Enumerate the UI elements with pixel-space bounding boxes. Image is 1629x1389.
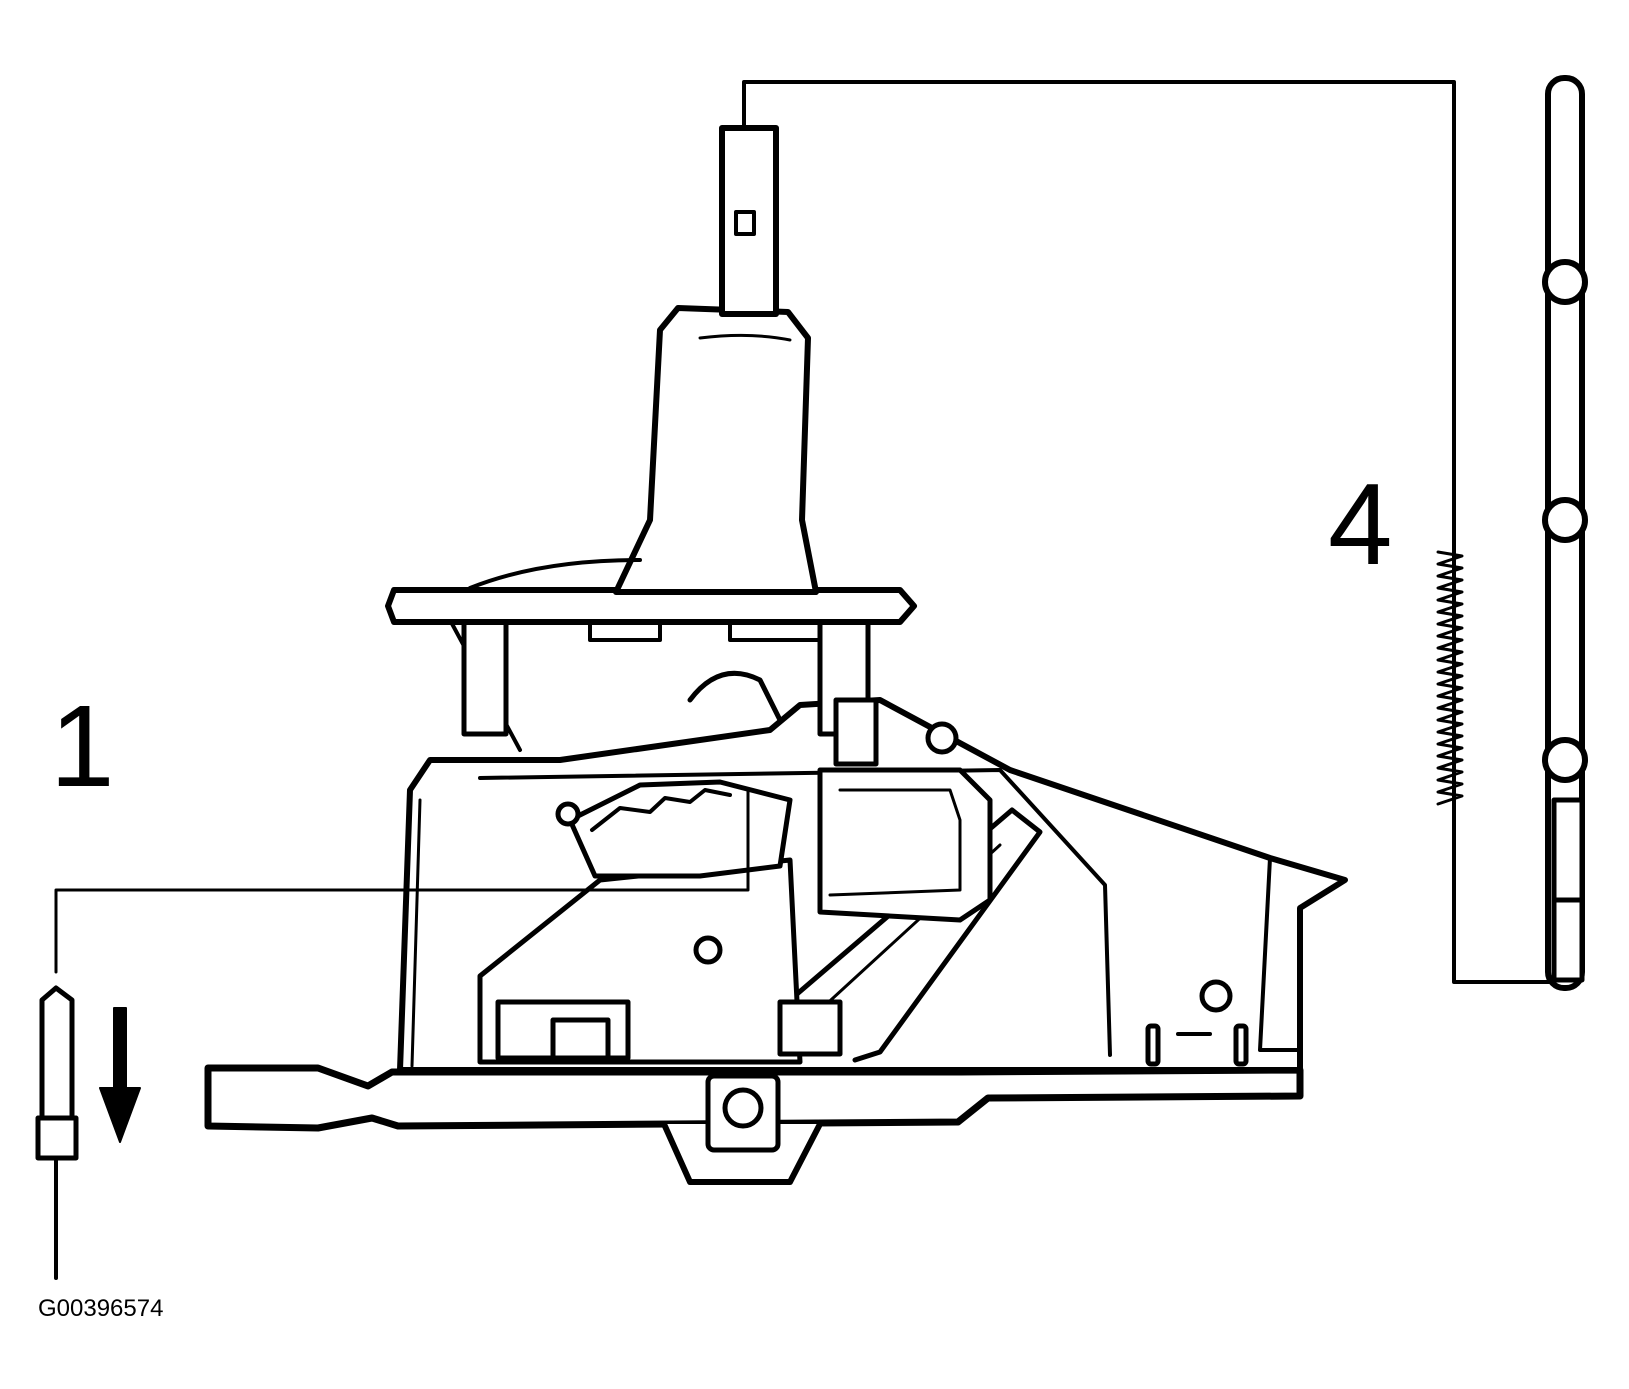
- pin-part: [35, 985, 79, 1280]
- callout-4: 4: [1328, 459, 1393, 589]
- spring-part: [1436, 550, 1464, 806]
- callout-1: 1: [50, 681, 115, 811]
- base-plate: [204, 1064, 1304, 1185]
- shifter-housing: [397, 618, 1348, 1073]
- leader-line-4: [742, 80, 1566, 984]
- cable-assembly: [1542, 75, 1588, 991]
- shift-lever: [468, 125, 819, 595]
- down-arrow-icon: [99, 1007, 141, 1143]
- figure-id: G00396574: [38, 1295, 163, 1322]
- leader-line-1: [54, 788, 750, 974]
- top-plate: [385, 587, 917, 642]
